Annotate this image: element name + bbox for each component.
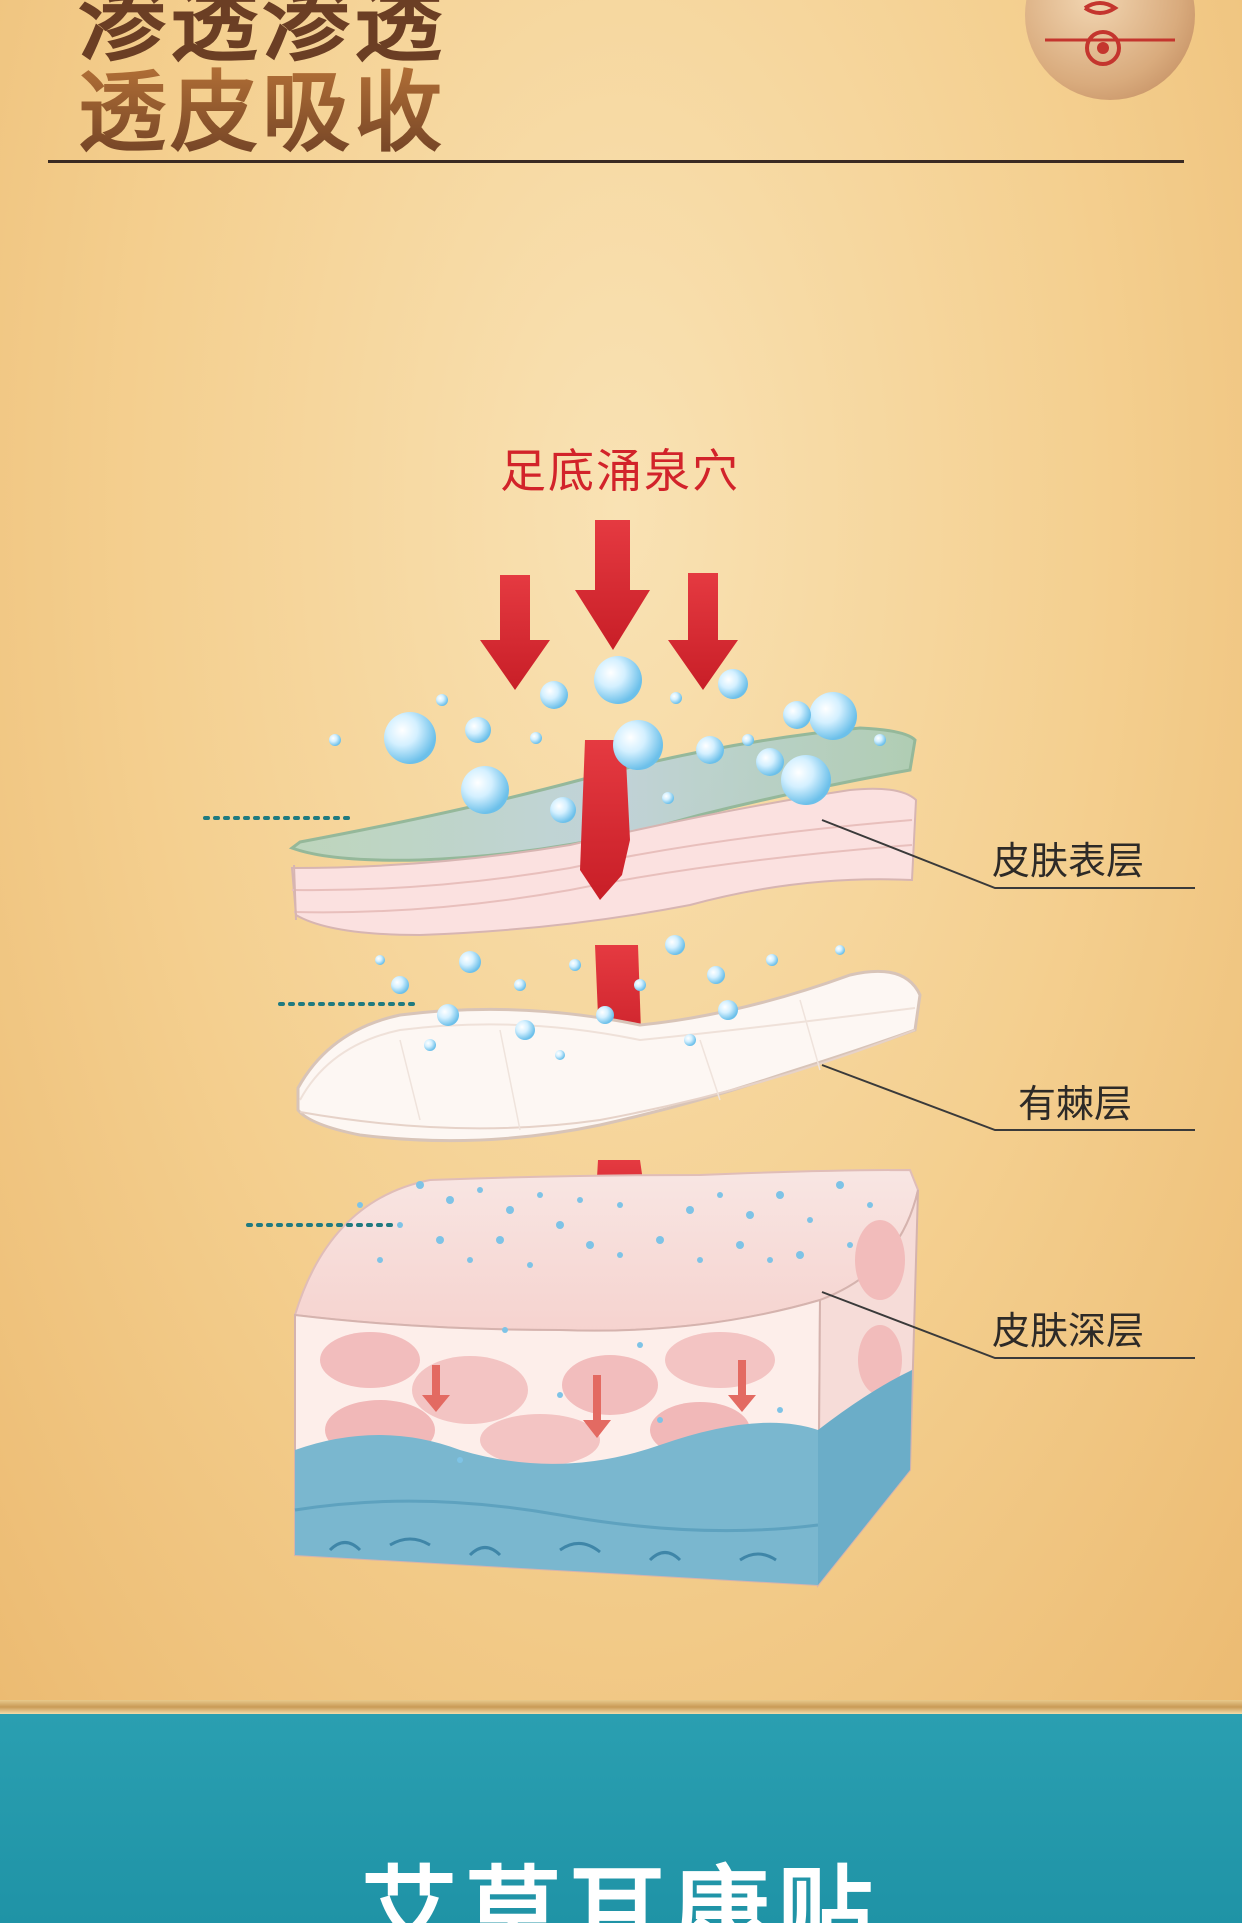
- gold-divider: [0, 1700, 1242, 1714]
- down-arrows: [480, 520, 738, 690]
- absorption-bubbles: [329, 656, 886, 1463]
- product-name: 艾草耳康贴: [361, 1856, 881, 1923]
- dermis-block: [293, 1168, 920, 1588]
- arrow-left: [480, 575, 550, 690]
- label-dermis: 皮肤深层: [992, 1309, 1145, 1353]
- skin-layer-diagram: [203, 520, 1195, 1588]
- footer-banner: 艾草耳康贴: [0, 1714, 1242, 1923]
- penetration-bar: [580, 740, 630, 900]
- arrow-center: [575, 520, 650, 650]
- arrow-right: [668, 573, 738, 690]
- label-epidermis: 皮肤表层: [992, 839, 1145, 883]
- header-divider: [48, 160, 1184, 163]
- leader-lines: [821, 819, 1195, 1359]
- dotted-guides: [203, 816, 422, 1227]
- label-spinous: 有棘层: [1018, 1082, 1133, 1126]
- emblem-badge: [1025, 0, 1195, 100]
- acupoint-icon: [1045, 1, 1175, 66]
- title-line-1: 渗透渗透: [78, 0, 447, 74]
- content-panel: 渗透渗透 透皮吸收 足底涌泉穴: [0, 0, 1242, 1705]
- title-line-2: 透皮吸收: [78, 42, 446, 169]
- acupoint-label: 足底涌泉穴: [500, 444, 740, 498]
